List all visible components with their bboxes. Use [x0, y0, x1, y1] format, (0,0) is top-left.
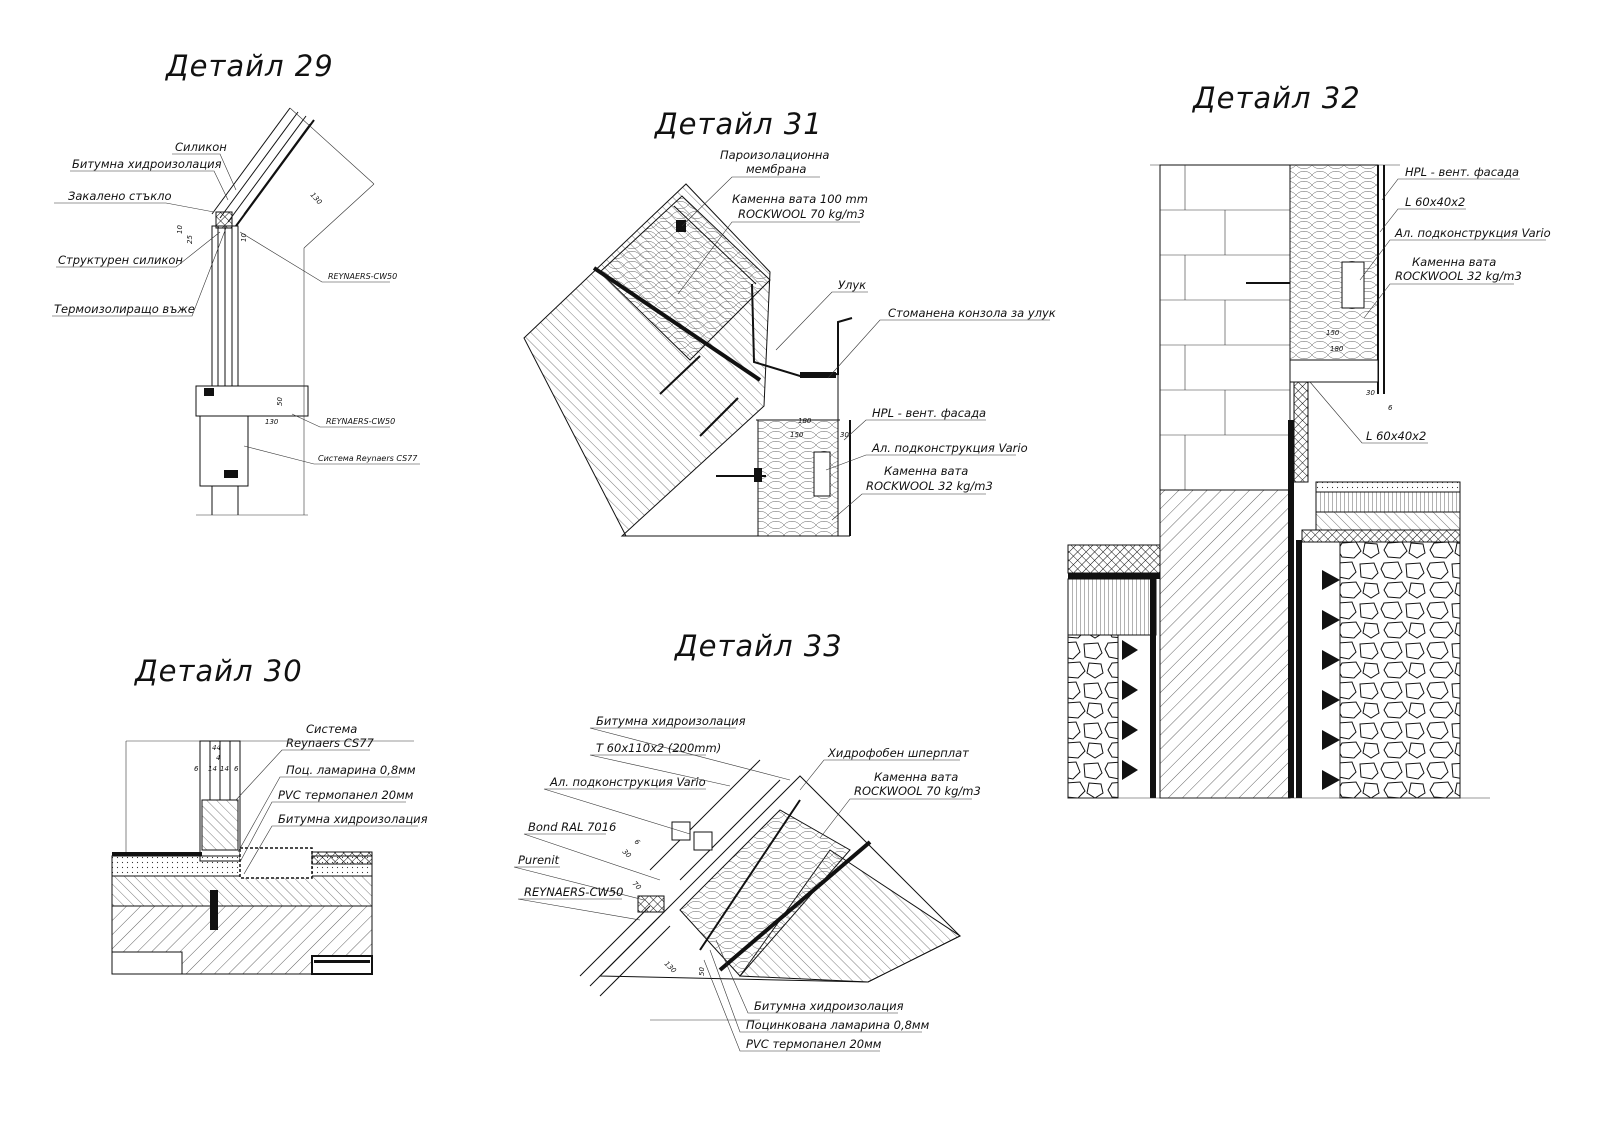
detail-33-drawing: 30 6 70 130 50 [579, 759, 961, 1021]
detail-29-title: Детайл 29 [164, 49, 334, 83]
label-wool-l2: ROCKWOOL 32 kg/m3 [1395, 269, 1522, 283]
detail-32-drawing: 150 180 30 6 [1067, 164, 1490, 799]
detail-33: Детайл 33 30 6 70 130 50 Битумна хидр [513, 629, 981, 1052]
dim-25: 25 [186, 235, 194, 244]
dim-14b: 14 [220, 765, 229, 773]
label-reynaers: REYNAERS-CW50 [524, 885, 624, 899]
dim-150: 150 [790, 431, 804, 439]
detail-33-title: Детайл 33 [673, 629, 843, 663]
label-system-l2: Reynaers CS77 [286, 736, 375, 750]
dim-130: 130 [663, 960, 678, 975]
label-galv-sheet: Поц. ламарина 0,8мм [286, 763, 416, 777]
detail-29-callouts: Силикон Битумна хидроизолация Закалено с… [52, 140, 420, 465]
detail-33-callouts: Битумна хидроизолация T 60x110x2 (200mm)… [513, 714, 981, 1052]
detail-30-callouts: Система Reynaers CS77 Поц. ламарина 0,8м… [235, 722, 428, 875]
label-system-l1: Система [306, 722, 357, 736]
label-wool-l1: Каменна вата [874, 770, 958, 784]
label-glass: Закалено стъкло [68, 189, 172, 203]
label-wool-100-l1: Каменна вата 100 mm [732, 192, 868, 206]
dim-150: 150 [1326, 329, 1340, 337]
dim-30: 30 [1366, 389, 1375, 397]
dim-50: 50 [698, 967, 706, 976]
dim-6a: 6 [194, 765, 199, 773]
dim-30: 30 [840, 431, 849, 439]
label-angle-bottom: L 60x40x2 [1366, 429, 1426, 443]
label-wool-32-l1: Каменна вата [884, 464, 968, 478]
label-gutter: Улук [838, 278, 866, 292]
label-subframe: Ал. подконструкция Vario [1394, 226, 1551, 240]
label-bitumen-bottom: Битумна хидроизолация [754, 999, 904, 1013]
label-bitumen: Битумна хидроизолация [72, 157, 222, 171]
dim-180: 180 [1330, 345, 1344, 353]
detail-31: Детайл 31 180 150 30 [523, 107, 1056, 537]
detail-30-drawing: 44 4 14 14 6 6 [111, 740, 414, 975]
label-pvc-panel: PVC термопанел 20мм [746, 1037, 882, 1051]
detail-32-title: Детайл 32 [1191, 81, 1361, 115]
label-reynaers-mid: REYNAERS-CW50 [326, 417, 395, 426]
label-wool-l1: Каменна вата [1412, 255, 1496, 269]
label-wool-32-l2: ROCKWOOL 32 kg/m3 [866, 479, 993, 493]
label-structural-silicone: Структурен силикон [58, 253, 183, 267]
dim-130-bottom: 130 [265, 418, 279, 426]
label-reynaers-top: REYNAERS-CW50 [328, 272, 397, 281]
dim-70: 70 [631, 880, 643, 892]
label-wool-100-l2: ROCKWOOL 70 kg/m3 [738, 207, 865, 221]
label-galv-sheet: Поцинкована ламарина 0,8мм [746, 1018, 930, 1032]
label-system-cs77: Система Reynaers CS77 [318, 454, 418, 463]
label-bracket: Стоманена конзола за улук [888, 306, 1056, 320]
dim-10b: 10 [240, 233, 248, 242]
label-subframe: Ал. подконструкция Vario [871, 441, 1028, 455]
label-silicone: Силикон [175, 140, 227, 154]
label-pvc-panel: PVC термопанел 20мм [278, 788, 414, 802]
dim-6b: 6 [234, 765, 239, 773]
label-hpl: HPL - вент. фасада [1405, 165, 1519, 179]
label-plywood: Хидрофобен шперплат [827, 746, 969, 760]
dim-10a: 10 [176, 225, 184, 234]
dim-30: 30 [621, 848, 633, 860]
dim-130-top: 130 [309, 191, 324, 207]
dim-4: 4 [216, 754, 220, 762]
label-thermal-cord: Термоизолиращо въже [54, 302, 195, 316]
label-tprofile: T 60x110x2 (200mm) [596, 741, 721, 755]
dim-180: 180 [798, 417, 812, 425]
dim-44: 44 [212, 744, 221, 752]
detail-29-mullion [195, 211, 309, 516]
label-subframe: Ал. подконструкция Vario [549, 775, 706, 789]
dim-6: 6 [1388, 404, 1393, 412]
detail-29-sloped-glazing [211, 107, 375, 249]
label-angle-top: L 60x40x2 [1405, 195, 1465, 209]
label-vapour-l2: мембрана [746, 162, 806, 176]
dim-50: 50 [276, 397, 284, 406]
dim-6: 6 [633, 838, 642, 847]
detail-31-title: Детайл 31 [653, 107, 823, 141]
label-vapour-l1: Пароизолационна [720, 148, 829, 162]
detail-30-title: Детайл 30 [133, 654, 303, 688]
label-bond: Bond RAL 7016 [528, 820, 616, 834]
detail-32: Детайл 32 150 180 30 6 [1067, 81, 1551, 799]
detail-31-callouts: Пароизолационна мембрана Каменна вата 10… [677, 148, 1056, 521]
label-bitumen-top: Битумна хидроизолация [596, 714, 746, 728]
dim-14a: 14 [208, 765, 217, 773]
detail-32-callouts: HPL - вент. фасада L 60x40x2 Ал. подконс… [1309, 165, 1551, 444]
label-hpl: HPL - вент. фасада [872, 406, 986, 420]
detail-29: Детайл 29 [52, 49, 420, 516]
detail-31-drawing: 180 150 30 [523, 183, 853, 537]
label-wool-l2: ROCKWOOL 70 kg/m3 [854, 784, 981, 798]
detail-30: Детайл 30 44 4 14 14 6 6 [111, 654, 428, 975]
label-purenit: Purenit [518, 853, 560, 867]
label-bitumen: Битумна хидроизолация [278, 812, 428, 826]
